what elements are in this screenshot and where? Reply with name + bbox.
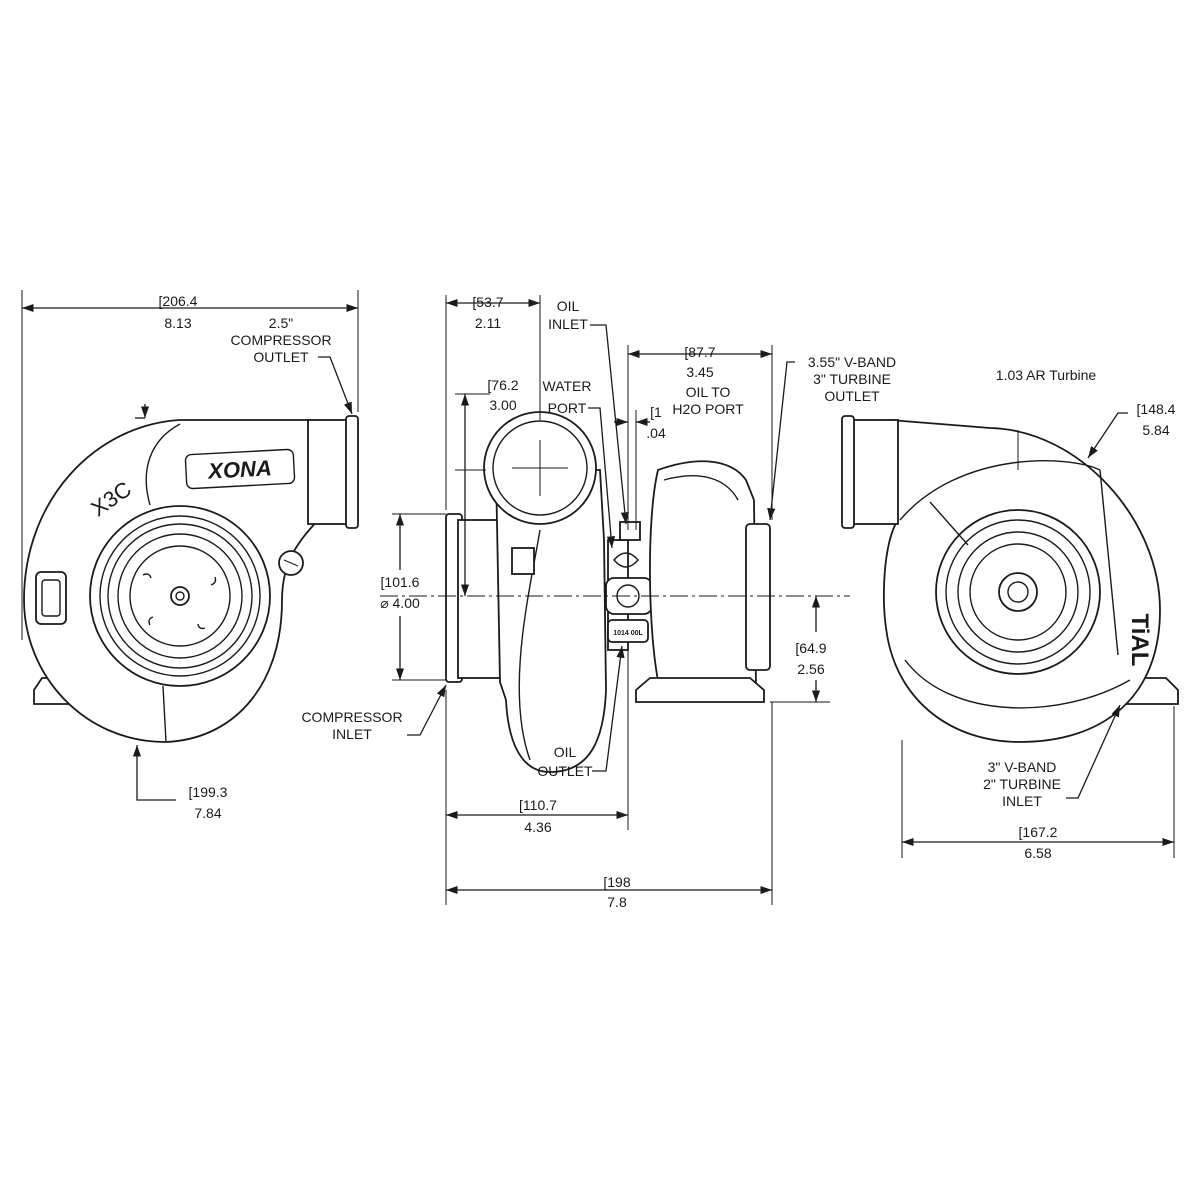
- vband-outlet-label-3: OUTLET: [824, 388, 880, 404]
- vband-outlet-leader: [767, 361, 795, 521]
- dim148-mm: [148.4: [1137, 401, 1176, 417]
- turbine-ar-label: 1.03 AR Turbine: [996, 367, 1097, 383]
- dim76-in: 3.00: [489, 397, 516, 413]
- turbine-ring-2: [945, 519, 1091, 665]
- dim1-mm: [1: [650, 404, 662, 420]
- dim148-in: 5.84: [1142, 422, 1169, 438]
- dim76-mm: [76.2: [487, 377, 518, 393]
- front-parting-line: [162, 685, 167, 743]
- compressor-outlet-flange: [345, 415, 359, 529]
- compressor-nut-center: [175, 591, 185, 601]
- inlet-diameter-in: ⌀ 4.00: [380, 595, 420, 611]
- dim167-in: 6.58: [1024, 845, 1051, 861]
- turbine-side-seam: [1099, 469, 1119, 656]
- water-port-label-2: PORT: [548, 400, 587, 416]
- oil-to-h2o-label-2: H2O PORT: [672, 401, 744, 417]
- side-turbine-housing: [649, 460, 757, 691]
- side-compressor-housing: [495, 469, 607, 773]
- side-turbine-contour: [663, 475, 739, 501]
- front-height-leader: [132, 745, 176, 801]
- inlet-ring-3: [107, 523, 253, 669]
- side-turbine-outlet-flange: [745, 523, 771, 671]
- logo-plate: [184, 448, 296, 490]
- overall-length-in: 7.8: [607, 894, 627, 910]
- oil-to-h2o-label-1: OIL TO: [686, 384, 731, 400]
- turbine-outlet-flange: [841, 415, 855, 529]
- compressor-inlet-leader: [407, 684, 447, 736]
- front-brand-logo: XONA: [206, 455, 273, 483]
- compressor-wheel: [129, 545, 231, 647]
- chra-label-plate: [607, 619, 649, 643]
- turbine-ring-3: [957, 531, 1079, 653]
- dim64-in: 2.56: [797, 661, 824, 677]
- oil-inlet-label-1: OIL: [557, 298, 580, 314]
- vband-outlet-label-2: 3" TURBINE: [813, 371, 891, 387]
- dim53-in: 2.11: [475, 315, 501, 331]
- inlet-ring-4: [117, 533, 243, 659]
- compressor-blades: [142, 573, 217, 630]
- side-water-port: [511, 547, 535, 575]
- front-side-window: [35, 571, 67, 625]
- turbine-hub-center: [1007, 581, 1029, 603]
- inlet-diameter-mm: [101.6: [381, 574, 420, 590]
- turbine-outlet-tube: [849, 419, 899, 525]
- compressor-housing-seam: [145, 423, 181, 506]
- dim167-mm: [167.2: [1019, 824, 1058, 840]
- dim110-in: 4.36: [524, 819, 551, 835]
- overall-length-mm: [198: [603, 874, 630, 890]
- oil-outlet-label-1: OIL: [554, 744, 577, 760]
- oil-inlet-fitting: [619, 521, 641, 541]
- turbine-hub: [998, 572, 1038, 612]
- dim87-mm: [87.7: [684, 344, 715, 360]
- side-outlet-bore: [492, 420, 588, 516]
- vband-inlet-label-3: INLET: [1002, 793, 1042, 809]
- dim64-mm: [64.9: [795, 640, 826, 656]
- compressor-outlet-label-1: 2.5": [269, 315, 293, 331]
- front-width-in: 8.13: [164, 315, 191, 331]
- rear-brand-mark: TiAL: [1126, 614, 1153, 667]
- vband-inlet-label-2: 2" TURBINE: [983, 776, 1061, 792]
- dim110-mm: [110.7: [519, 797, 557, 813]
- dim148-leader: [1087, 412, 1128, 459]
- water-port-label-1: WATER: [543, 378, 592, 394]
- front-bolt-slot: [283, 559, 299, 567]
- vband-inlet-leader: [1066, 704, 1121, 799]
- compressor-inlet-label-1: COMPRESSOR: [301, 709, 402, 725]
- oil-outlet-leader: [592, 645, 625, 772]
- side-turbine-foot: [635, 677, 765, 703]
- dim87-in: 3.45: [686, 364, 713, 380]
- cartridge-mark: 1014 00L: [613, 630, 643, 637]
- compressor-outlet-label-3: OUTLET: [253, 349, 309, 365]
- dim1-in: .04: [646, 425, 666, 441]
- compressor-outlet-label-2: COMPRESSOR: [230, 332, 331, 348]
- turbine-seam: [929, 501, 969, 546]
- turbine-ring-4: [969, 543, 1067, 641]
- compressor-inlet-label-2: INLET: [332, 726, 372, 742]
- oil-inlet-label-2: INLET: [548, 316, 588, 332]
- front-side-window-inner: [41, 579, 61, 617]
- chra-water-fitting: [613, 552, 639, 568]
- turbine-housing-contour: [899, 460, 1101, 521]
- vband-inlet-label-1: 3" V-BAND: [988, 759, 1057, 775]
- oil-inlet-leader: [590, 324, 629, 525]
- front-height-mm: [199.3: [189, 784, 228, 800]
- water-port-leader: [588, 407, 616, 549]
- compressor-nut: [170, 586, 190, 606]
- turbine-housing-lower: [904, 659, 1131, 709]
- vband-outlet-label-1: 3.55" V-BAND: [808, 354, 896, 370]
- front-width-mm: [206.4: [159, 293, 198, 309]
- dim53-mm: [53.7: [472, 294, 503, 310]
- side-view: 1014 00L [53.7 2.11 OIL INLET [87.7 3.45…: [380, 294, 896, 910]
- front-height-in: 7.84: [194, 805, 221, 821]
- side-housing-contour: [518, 529, 541, 761]
- inlet-ring-2: [99, 515, 261, 677]
- compressor-outlet-leader: [318, 356, 353, 415]
- rear-view: TiAL 1.03 AR Turbine [148.4 5.84 3" V-BA…: [841, 367, 1179, 861]
- front-view: XONA X3C [206.4 8.13 2.5" COMPRESSOR OUT…: [21, 290, 447, 821]
- oil-outlet-label-2: OUTLET: [537, 763, 593, 779]
